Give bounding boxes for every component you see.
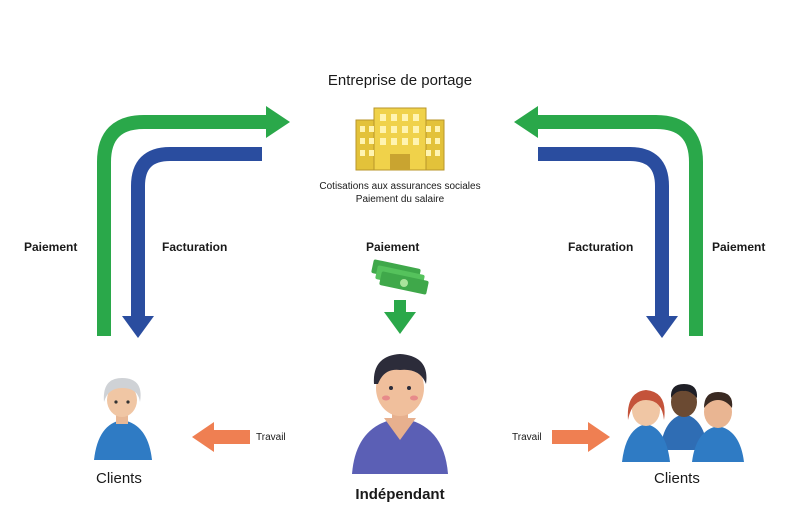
- right-clients-label: Clients: [654, 470, 700, 487]
- left-invoicing-arrow: [122, 147, 262, 338]
- freelancer-icon: [352, 354, 448, 474]
- right-work-arrow: [552, 422, 610, 452]
- office-building-icon: [355, 107, 445, 171]
- left-payment-arrow: [97, 106, 290, 336]
- company-detail-social-insurance: Cotisations aux assurances sociales: [319, 181, 481, 192]
- client-icon: [94, 378, 152, 460]
- left-work-arrow: [192, 422, 250, 452]
- money-icon: [371, 259, 429, 295]
- left-payment-label: Paiement: [24, 240, 78, 254]
- center-payment-label: Paiement: [366, 240, 420, 254]
- left-work-label: Travail: [256, 432, 286, 443]
- company-title: Entreprise de portage: [327, 72, 473, 89]
- right-payment-label: Paiement: [712, 240, 766, 254]
- company-detail-salary: Paiement du salaire: [355, 194, 445, 205]
- right-invoicing-arrow: [538, 147, 678, 338]
- left-clients-label: Clients: [96, 470, 142, 487]
- right-payment-arrow: [514, 106, 703, 336]
- freelancer-label: Indépendant: [355, 486, 445, 503]
- client-group-icon: [622, 384, 744, 462]
- center-payment-arrow: [384, 300, 416, 334]
- left-invoicing-label: Facturation: [162, 240, 228, 254]
- right-invoicing-label: Facturation: [568, 240, 634, 254]
- right-work-label: Travail: [512, 432, 542, 443]
- company-details: Cotisations aux assurances sociales Paie…: [0, 180, 800, 206]
